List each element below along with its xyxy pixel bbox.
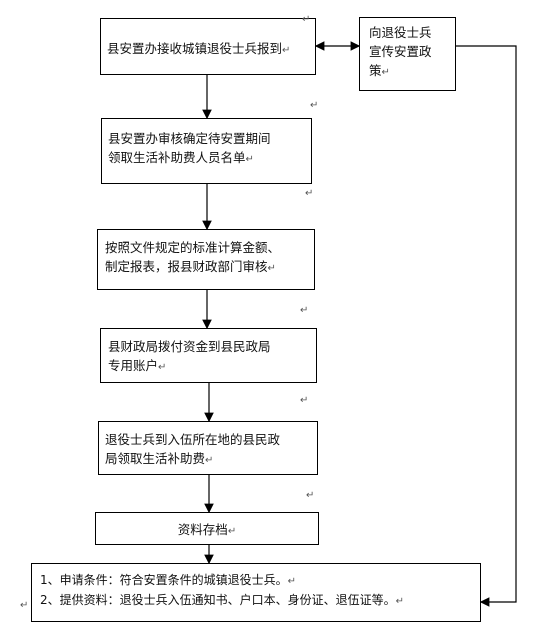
review-line-1: 县安置办审核确定待安置期间: [108, 131, 271, 146]
collect-line-2: 局领取生活补助费↵: [105, 451, 214, 466]
archive-text: 资料存档: [177, 522, 228, 537]
step-calculate-report: 按照文件规定的标准计算金额、 制定报表，报县财政部门审核↵: [97, 229, 315, 290]
pilcrow-mark: ↵: [20, 600, 29, 611]
pilcrow-mark: ↵: [302, 14, 311, 25]
calculate-line-1: 按照文件规定的标准计算金额、: [105, 240, 281, 255]
policy-line-1: 向退役士兵: [369, 25, 432, 40]
pilcrow-mark: ↵: [306, 490, 315, 501]
step-archive: 资料存档↵: [95, 512, 319, 545]
review-line-2: 领取生活补助费人员名单↵: [108, 150, 254, 165]
arrow-side-notes: [456, 45, 517, 607]
calculate-line-2: 制定报表，报县财政部门审核↵: [105, 259, 276, 274]
pilcrow-mark: ↵: [300, 395, 309, 406]
policy-line-2: 宣传安置政: [369, 44, 432, 59]
allocate-line-2: 专用账户↵: [108, 358, 167, 373]
collect-line-1: 退役士兵到入伍所在地的县民政: [105, 432, 281, 447]
note-conditions: 1、申请条件：符合安置条件的城镇退役士兵。↵: [40, 573, 297, 587]
policy-publicity-box: 向退役士兵 宣传安置政 策↵: [359, 17, 456, 91]
archive-pilcrow: ↵: [227, 526, 237, 537]
step-receive-report-text: 县安置办接收城镇退役士兵报到↵: [107, 41, 291, 56]
step-receive-report: 县安置办接收城镇退役士兵报到↵: [100, 18, 316, 75]
pilcrow-mark: ↵: [305, 188, 314, 199]
allocate-line-1: 县财政局拨付资金到县民政局: [108, 339, 271, 354]
policy-line-3: 策↵: [369, 63, 390, 78]
pilcrow-mark: ↵: [300, 305, 309, 316]
step-allocate-funds: 县财政局拨付资金到县民政局 专用账户↵: [100, 328, 317, 383]
step-review-list: 县安置办审核确定待安置期间 领取生活补助费人员名单↵: [101, 118, 312, 184]
note-materials: 2、提供资料：退役士兵入伍通知书、户口本、身份证、退伍证等。↵: [40, 593, 405, 607]
step-collect-subsidy: 退役士兵到入伍所在地的县民政 局领取生活补助费↵: [98, 421, 318, 475]
requirements-notes: 1、申请条件：符合安置条件的城镇退役士兵。↵ 2、提供资料：退役士兵入伍通知书、…: [31, 563, 481, 622]
pilcrow-mark: ↵: [310, 100, 319, 111]
